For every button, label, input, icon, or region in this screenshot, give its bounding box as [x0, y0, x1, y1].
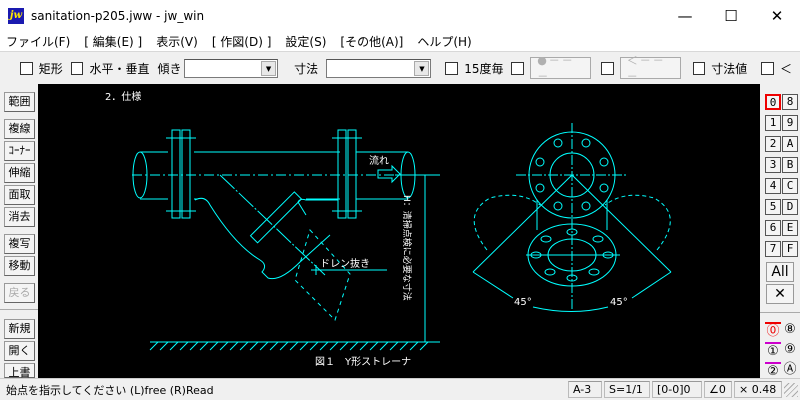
layer-b[interactable]: B — [782, 157, 798, 173]
layer-d[interactable]: D — [782, 199, 798, 215]
angle-indicator[interactable]: ∠0 — [704, 381, 732, 398]
slope-label: 傾き — [157, 61, 182, 76]
menu-bar: ファイル(F) [ 編集(E) ] 表示(V) [ 作図(D) ] 設定(S) … — [0, 31, 800, 51]
layer-group-a[interactable]: Ⓐ — [783, 362, 797, 377]
tool-save[interactable]: 上書 — [4, 363, 35, 379]
layer-1[interactable]: 1 — [765, 115, 781, 131]
menu-view[interactable]: 表示(V) — [156, 34, 198, 49]
h-dimension-label: H：清掃点検に必要な寸法 — [401, 195, 413, 301]
rect-checkbox[interactable] — [20, 61, 33, 75]
menu-settings[interactable]: 設定(S) — [285, 34, 327, 49]
dim-value-label: 寸法値 — [711, 61, 748, 76]
layer-7[interactable]: 7 — [765, 241, 781, 257]
status-bar: 始点を指示してください (L)free (R)Read A-3 S=1/1 [0… — [0, 378, 800, 400]
drawing-canvas[interactable]: 2．仕様 ドレン抜き 流れ H：清掃点検に必要な寸法 図１ Y形ストレーナ — [38, 84, 760, 378]
layer-panel: 0 8 1 9 2 A 3 B 4 C 5 D 6 E 7 F All ✕ ⓪ … — [760, 84, 800, 379]
arrow-line-checkbox[interactable] — [600, 61, 614, 75]
layer-group-8[interactable]: ⑧ — [784, 322, 796, 337]
angle-left-label: 45° — [514, 297, 532, 308]
layer-group-1[interactable]: ① — [765, 342, 781, 359]
menu-draw[interactable]: [ 作図(D) ] — [211, 34, 272, 49]
dim-combo[interactable]: ▼ — [326, 58, 432, 78]
deg15-label: 15度毎 — [464, 61, 504, 76]
divider — [0, 309, 38, 310]
figure-caption: 図１ Y形ストレーナ — [315, 356, 411, 368]
angle-right-label: 45° — [610, 297, 628, 308]
window-title: sanitation-p205.jww - jw_win — [31, 8, 205, 23]
chevron-down-icon[interactable]: ▼ — [261, 60, 277, 76]
tool-undo[interactable]: 戻る — [4, 283, 35, 303]
cad-drawing: 2．仕様 ドレン抜き 流れ H：清掃点検に必要な寸法 図１ Y形ストレーナ — [105, 90, 672, 368]
title-bar: jw sanitation-p205.jww - jw_win — ☐ ✕ — [0, 0, 800, 31]
layer-indicator[interactable]: [0-0]0 — [652, 381, 702, 398]
slope-combo[interactable]: ▼ — [184, 58, 279, 78]
paper-size[interactable]: A-3 — [568, 381, 602, 398]
maximize-button[interactable]: ☐ — [724, 6, 738, 25]
tool-erase[interactable]: 消去 — [4, 207, 35, 227]
scale[interactable]: S=1/1 — [604, 381, 650, 398]
zoom-indicator[interactable]: × 0.48 — [734, 381, 782, 398]
heading-text: 2．仕様 — [105, 90, 141, 103]
layer-8[interactable]: 8 — [782, 94, 798, 110]
clear-layers-button[interactable]: ✕ — [766, 284, 794, 304]
dot-line-checkbox[interactable] — [511, 61, 525, 75]
tool-move[interactable]: 移動 — [4, 256, 35, 276]
layer-group-9[interactable]: ⑨ — [784, 342, 796, 357]
minimize-button[interactable]: — — [677, 6, 693, 25]
tool-open[interactable]: 開く — [4, 341, 35, 361]
layer-6[interactable]: 6 — [765, 220, 781, 236]
flow-label: 流れ — [369, 154, 389, 167]
layer-3[interactable]: 3 — [765, 157, 781, 173]
layer-5[interactable]: 5 — [765, 199, 781, 215]
menu-edit[interactable]: [ 編集(E) ] — [84, 34, 143, 49]
toolbar: 矩形 水平・垂直 傾き ▼ 寸法 ▼ 15度毎 ●－－－ ＜－－－ 寸法値 ＜ — [0, 51, 800, 84]
layer-a[interactable]: A — [782, 136, 798, 152]
tool-range[interactable]: 範囲 — [4, 92, 35, 112]
tool-chamfer[interactable]: 面取 — [4, 185, 35, 205]
dot-line-button[interactable]: ●－－－ — [530, 54, 591, 83]
all-layers-button[interactable]: All — [766, 262, 794, 282]
dim-label: 寸法 — [294, 61, 319, 76]
arrow-line-button[interactable]: ＜－－－ — [619, 54, 681, 83]
hv-label: 水平・垂直 — [89, 61, 150, 76]
status-message: 始点を指示してください (L)free (R)Read — [6, 383, 214, 397]
layer-c[interactable]: C — [782, 178, 798, 194]
lt-label: ＜ — [779, 61, 792, 76]
menu-other[interactable]: [その他(A)] — [340, 34, 404, 49]
layer-e[interactable]: E — [782, 220, 798, 236]
hv-checkbox[interactable] — [70, 61, 84, 75]
layer-0[interactable]: 0 — [765, 94, 781, 110]
drain-label: ドレン抜き — [320, 257, 370, 270]
layer-2[interactable]: 2 — [765, 136, 781, 152]
tool-stretch[interactable]: 伸縮 — [4, 163, 35, 183]
tool-new[interactable]: 新規 — [4, 319, 35, 339]
layer-9[interactable]: 9 — [782, 115, 798, 131]
chevron-down-icon[interactable]: ▼ — [414, 60, 430, 76]
menu-help[interactable]: ヘルプ(H) — [417, 34, 472, 49]
tool-parallel[interactable]: 複線 — [4, 119, 35, 139]
layer-group-2[interactable]: ② — [765, 362, 781, 379]
rect-label: 矩形 — [38, 61, 63, 76]
layer-group-0[interactable]: ⓪ — [765, 322, 781, 339]
tool-panel: 範囲 複線 ｺｰﾅｰ 伸縮 面取 消去 複写 移動 戻る 新規 開く 上書 — [0, 84, 38, 379]
resize-grip-icon[interactable] — [784, 382, 798, 397]
app-icon: jw — [8, 7, 24, 24]
tool-corner[interactable]: ｺｰﾅｰ — [4, 141, 35, 161]
menu-file[interactable]: ファイル(F) — [6, 34, 71, 49]
close-button[interactable]: ✕ — [770, 6, 784, 25]
dim-value-checkbox[interactable] — [692, 61, 706, 75]
tool-copy[interactable]: 複写 — [4, 234, 35, 254]
divider — [760, 312, 800, 313]
layer-4[interactable]: 4 — [765, 178, 781, 194]
deg15-checkbox[interactable] — [445, 61, 459, 75]
lt-checkbox[interactable] — [761, 61, 774, 75]
layer-f[interactable]: F — [782, 241, 798, 257]
